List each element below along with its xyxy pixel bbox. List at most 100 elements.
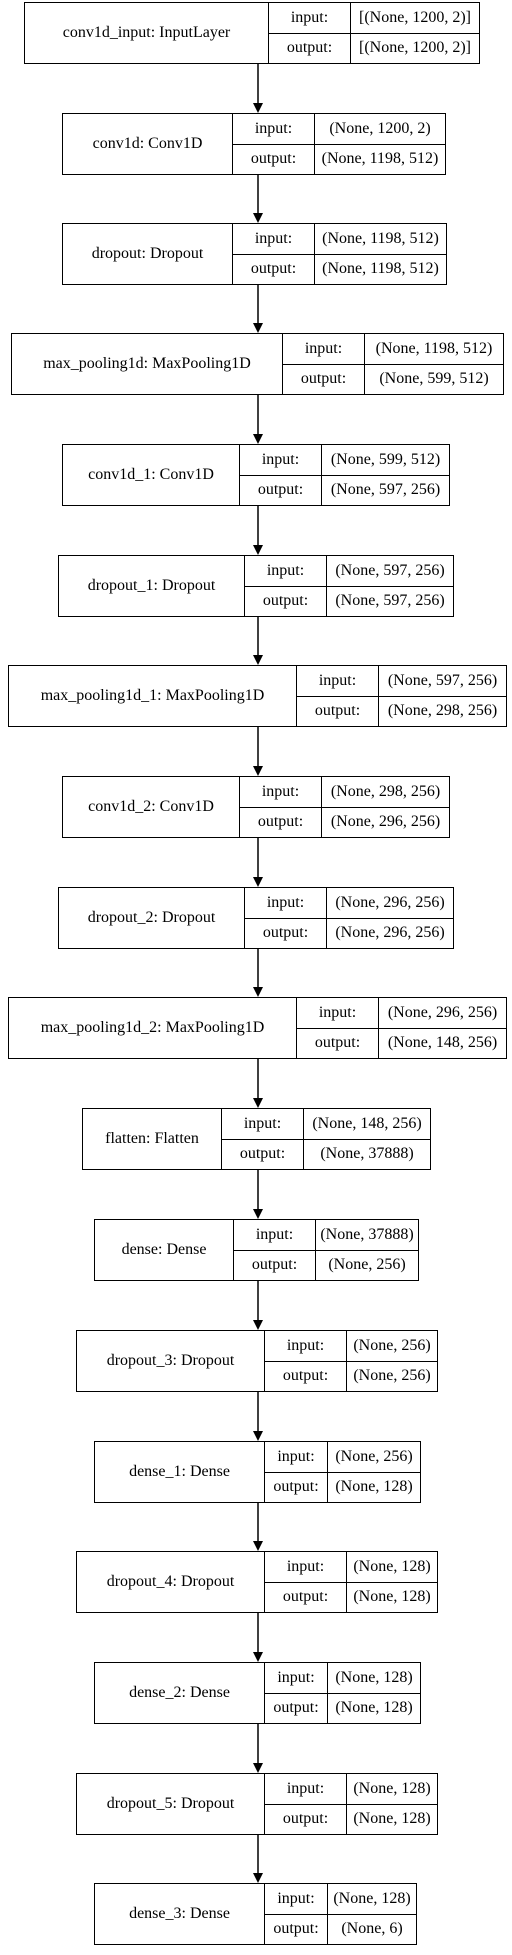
output-row: output: (None, 128) bbox=[265, 1581, 437, 1612]
input-label: input: bbox=[265, 1884, 328, 1914]
output-shape: (None, 6) bbox=[341, 1920, 403, 1938]
arrow-head-icon bbox=[253, 655, 263, 665]
input-label: input: bbox=[265, 1774, 347, 1804]
arrow-head-icon bbox=[253, 1431, 263, 1441]
output-shape: (None, 597, 256) bbox=[335, 592, 445, 610]
input-row: input:(None, 256) bbox=[265, 1331, 437, 1361]
input-label: input: bbox=[245, 888, 327, 918]
output-shape: (None, 256) bbox=[328, 1256, 406, 1274]
output-label: output: bbox=[265, 1472, 328, 1502]
output-shape: (None, 128) bbox=[335, 1478, 413, 1496]
output-label: output: bbox=[265, 1361, 347, 1391]
output-row: output:(None, 1198, 512) bbox=[233, 143, 445, 174]
input-shape: (None, 1200, 2) bbox=[329, 119, 431, 137]
input-label: input: bbox=[233, 114, 315, 144]
output-label: output: bbox=[234, 1250, 316, 1280]
output-shape: (None, 128) bbox=[353, 1810, 431, 1828]
output-shape: [(None, 1200, 2)] bbox=[359, 39, 471, 57]
input-shape: (None, 128) bbox=[333, 1889, 411, 1907]
output-row: output:(None, 296, 256) bbox=[240, 806, 449, 837]
input-shape: (None, 128) bbox=[335, 1668, 413, 1686]
output-row: output:(None, 298, 256) bbox=[297, 695, 506, 726]
output-shape: (None, 298, 256) bbox=[387, 702, 498, 720]
output-label: output: bbox=[222, 1139, 304, 1169]
layer-shapes: input:(None, 128)output: (None, 128) bbox=[265, 1552, 437, 1612]
output-shape: (None, 128) bbox=[353, 1588, 431, 1606]
output-shape: (None, 128) bbox=[335, 1699, 413, 1717]
input-shape: (None, 597, 256) bbox=[387, 671, 498, 689]
output-label: output: bbox=[240, 475, 322, 505]
input-shape: (None, 148, 256) bbox=[312, 1114, 422, 1132]
arrow-head-icon bbox=[253, 1652, 263, 1662]
layer-name: conv1d_1: Conv1D bbox=[63, 445, 240, 505]
input-label: input: bbox=[233, 224, 315, 254]
arrow-head-icon bbox=[253, 213, 263, 223]
layer-shapes: input:(None, 148, 256)output: (None, 3788… bbox=[222, 1109, 430, 1169]
layer-shapes: input:(None, 599, 512)output:(None, 597,… bbox=[240, 445, 449, 505]
output-row: output:(None, 599, 512) bbox=[283, 363, 503, 394]
arrow-head-icon bbox=[253, 323, 263, 333]
layer-name: max_pooling1d_1: MaxPooling1D bbox=[9, 666, 297, 726]
input-shape: (None, 37888) bbox=[320, 1225, 414, 1243]
input-shape: (None, 296, 256) bbox=[387, 1003, 498, 1021]
arrow-head-icon bbox=[253, 766, 263, 776]
input-row: input: (None, 597, 256) bbox=[297, 666, 506, 696]
input-row: input:(None, 128) bbox=[265, 1552, 437, 1582]
input-row: input: (None, 128) bbox=[265, 1884, 416, 1914]
layer-name: dropout: Dropout bbox=[63, 224, 233, 284]
input-row: input: (None, 296, 256) bbox=[297, 998, 506, 1028]
output-label: output: bbox=[265, 1914, 328, 1944]
layer-shapes: input: (None, 597, 256) output:(None, 298,… bbox=[297, 666, 506, 726]
output-label: output: bbox=[265, 1582, 347, 1612]
output-shape: (None, 296, 256) bbox=[330, 813, 441, 831]
layer-name: dense: Dense bbox=[95, 1220, 234, 1280]
output-row: output: (None, 128) bbox=[265, 1692, 420, 1723]
input-label: input: bbox=[297, 998, 379, 1028]
input-label: input: bbox=[265, 1331, 347, 1361]
output-label: output: bbox=[245, 918, 327, 948]
layer-name: dropout_1: Dropout bbox=[59, 556, 245, 616]
input-label: input: bbox=[297, 666, 379, 696]
layer-name: conv1d: Conv1D bbox=[63, 114, 233, 174]
layer-name: dropout_4: Dropout bbox=[77, 1552, 265, 1612]
output-label: output: bbox=[265, 1693, 328, 1723]
input-label: input: bbox=[269, 3, 351, 33]
layer-name: max_pooling1d_2: MaxPooling1D bbox=[9, 998, 297, 1058]
layer-shapes: input:(None, 128)output:(None, 128) bbox=[265, 1774, 437, 1834]
arrow-head-icon bbox=[253, 877, 263, 887]
layer-shapes: input:(None, 256)output:(None, 256) bbox=[265, 1331, 437, 1391]
output-shape: (None, 1198, 512) bbox=[322, 260, 439, 278]
input-label: input: bbox=[245, 556, 327, 586]
layer-shapes: input:(None, 296, 256)output:(None, 148,… bbox=[297, 998, 506, 1058]
output-row: output: (None, 37888) bbox=[222, 1138, 430, 1169]
arrow-head-icon bbox=[253, 1098, 263, 1108]
input-label: input: bbox=[283, 334, 365, 364]
arrow-head-icon bbox=[253, 434, 263, 444]
input-label: input: bbox=[234, 1220, 316, 1250]
input-row: input:(None, 148, 256) bbox=[222, 1109, 430, 1139]
input-shape: (None, 597, 256) bbox=[335, 561, 445, 579]
input-shape: (None, 128) bbox=[353, 1779, 431, 1797]
layer-name: dense_2: Dense bbox=[95, 1663, 265, 1723]
layer-name: conv1d_input: InputLayer bbox=[25, 3, 269, 63]
output-label: output: bbox=[233, 254, 315, 284]
layer-shapes: input: (None, 1200, 2) output:(None, 1198,… bbox=[233, 114, 445, 174]
input-row: input: (None, 1198, 512) bbox=[283, 334, 503, 364]
layer-name: dense_3: Dense bbox=[95, 1884, 265, 1944]
output-shape: (None, 37888) bbox=[320, 1145, 414, 1163]
input-row: input: [(None, 1200, 2)] bbox=[269, 3, 479, 33]
input-shape: [(None, 1200, 2)] bbox=[359, 8, 471, 26]
output-label: output: bbox=[269, 33, 351, 63]
layer-shapes: input:(None, 37888)output: (None, 256) bbox=[234, 1220, 418, 1280]
input-shape: (None, 1198, 512) bbox=[375, 339, 493, 357]
